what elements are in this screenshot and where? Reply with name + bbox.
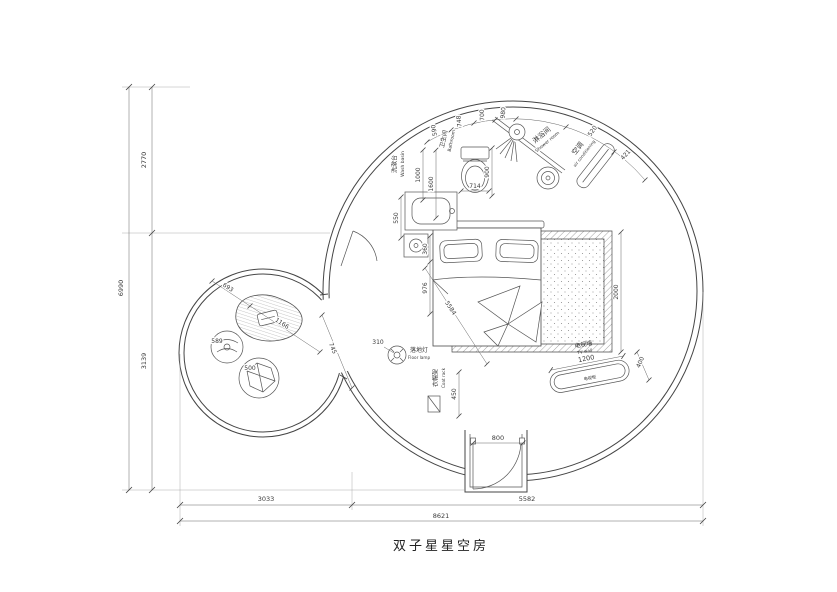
dim-basin-depth: 1000 <box>415 167 422 182</box>
dim-width-total: 8621 <box>433 512 450 520</box>
toilet <box>460 146 490 193</box>
wash-basin <box>404 191 458 231</box>
dim-toilet-width: 714 <box>469 183 481 190</box>
sheet-fold <box>432 276 542 295</box>
shower-glass <box>491 119 563 174</box>
dim-height-lower: 3139 <box>140 353 148 370</box>
floor-drain <box>536 166 560 190</box>
coat-rack-symbol <box>427 395 441 413</box>
nightstand <box>403 233 429 258</box>
dim-width-right: 5582 <box>519 495 536 503</box>
dim-top-chain-1: 590 <box>430 124 439 137</box>
dim-basin-width: 1600 <box>428 176 435 191</box>
dimension-lines <box>209 116 652 446</box>
interior-dimension-lines <box>211 148 650 444</box>
dim-toilet-depth: 900 <box>484 166 491 178</box>
washbasin-label-en: Wash basin <box>400 151 406 177</box>
dim-top-chain-3: 700 <box>479 109 486 121</box>
dim-door-width: 800 <box>492 434 504 442</box>
tv-cabinet-label: 电视柜 <box>583 373 597 382</box>
floorlamp-label-en: Floor lamp <box>408 355 431 360</box>
washbasin-label-cn: 洗漱台 <box>391 155 399 173</box>
dim-bed-side: 976 <box>422 282 429 294</box>
overall-tick-marks <box>125 83 707 525</box>
dim-top-chain-2: 748 <box>455 115 463 127</box>
dim-wall-segment: 550 <box>393 212 400 224</box>
dim-width-left: 3033 <box>258 495 275 503</box>
washbasin-label: 洗漱台 Wash basin <box>389 150 407 178</box>
dim-top-chain-4: 980 <box>500 107 508 119</box>
dim-rug-width: 2000 <box>613 284 620 299</box>
dim-floorlamp-offset: 310 <box>372 339 384 346</box>
wall-dimension-chain <box>426 118 646 181</box>
passage-door <box>340 230 378 267</box>
tv-cabinet <box>549 359 630 393</box>
shower <box>491 116 566 174</box>
bathroom-fixtures <box>404 116 615 231</box>
interior-tick-marks <box>209 116 652 446</box>
quilt-folds <box>477 285 543 347</box>
rock-feature <box>238 357 280 399</box>
dim-height-upper: 2770 <box>140 152 148 169</box>
passage-opening <box>314 297 352 375</box>
entry-alcove-outer <box>464 430 528 493</box>
dim-height-total: 6990 <box>117 280 125 297</box>
bed <box>429 220 545 347</box>
dim-tv-width: 1200 <box>577 353 595 364</box>
dim-pot-small: 589 <box>211 338 223 345</box>
tv-wall-label-cn: 电视墙 <box>574 339 593 350</box>
passage-wall-ends <box>319 293 348 380</box>
door-swing-arc <box>472 440 522 490</box>
floor-lamp <box>387 345 407 365</box>
dim-lounge-offset: 693 <box>221 282 235 294</box>
coatrack-label: 衣帽架 Coat rack <box>430 366 447 389</box>
pillow-left <box>439 238 483 264</box>
extension-lines <box>122 86 704 526</box>
air-conditioner <box>576 143 615 189</box>
coatrack-label-en: Coat rack <box>441 367 446 388</box>
lounge-outer-wall <box>178 268 348 438</box>
dim-pot-large: 500 <box>244 365 256 372</box>
plant-pot-small <box>210 330 244 364</box>
dim-coatrack-width: 450 <box>451 388 458 400</box>
tv-wall-label-en: TV wall <box>576 347 593 355</box>
coatrack-label-cn: 衣帽架 <box>432 369 440 387</box>
pillow-right <box>495 239 539 263</box>
floorlamp-label-cn: 落地灯 <box>410 346 428 354</box>
entry-alcove-inner <box>469 434 523 488</box>
shower-head-icon <box>508 123 526 141</box>
drawing-title: 双子星星空房 <box>393 538 489 554</box>
shower-spray <box>495 137 518 163</box>
tv-area: 电视墙 TV wall 1200 电视柜 <box>548 339 630 393</box>
overall-dimensions: 2770 3139 6990 3033 5582 8621 <box>117 83 707 526</box>
dim-nightstand: 360 <box>422 243 429 255</box>
